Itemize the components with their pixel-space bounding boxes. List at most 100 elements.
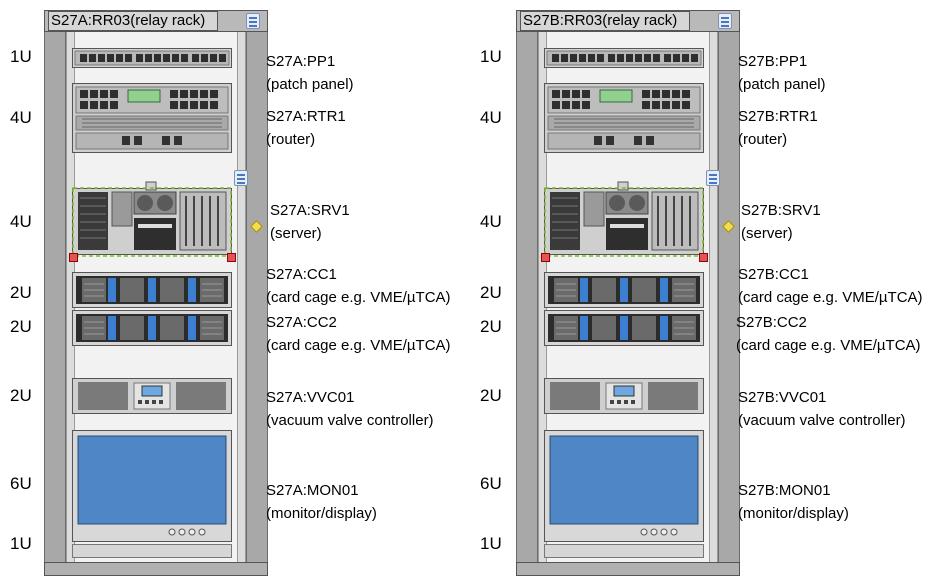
device-name: S27A:CC2 bbox=[266, 314, 337, 331]
rack-s27b[interactable]: S27B:RR03(relay rack) bbox=[516, 10, 740, 576]
vacuum-valve-controller[interactable] bbox=[72, 378, 232, 414]
u-label: 2U bbox=[480, 386, 502, 405]
device-label-cc2: S27B:CC2 (card cage e.g. VME/µTCA) bbox=[736, 311, 921, 357]
card-cage-2[interactable] bbox=[72, 310, 232, 346]
shape-menu-icon[interactable] bbox=[234, 170, 248, 186]
rack-rail-right bbox=[237, 32, 246, 562]
rack-top-bar: S27A:RR03(relay rack) bbox=[44, 10, 268, 32]
monitor-graphic bbox=[72, 430, 232, 542]
server[interactable] bbox=[544, 180, 704, 260]
patch-panel[interactable] bbox=[544, 48, 704, 68]
device-desc: (monitor/display) bbox=[266, 505, 377, 522]
device-label-pp1: S27B:PP1 (patch panel) bbox=[738, 50, 826, 96]
server-graphic bbox=[544, 181, 704, 257]
rack-title: S27A:RR03(relay rack) bbox=[48, 11, 218, 31]
u-label: 6U bbox=[10, 474, 32, 493]
device-desc: (card cage e.g. VME/µTCA) bbox=[736, 337, 921, 354]
device-name: S27B:SRV1 bbox=[741, 202, 821, 219]
shape-menu-icon[interactable] bbox=[246, 13, 260, 29]
rack-bottom-bar bbox=[44, 562, 268, 576]
u-label: 2U bbox=[10, 283, 32, 302]
shape-menu-icon[interactable] bbox=[718, 13, 732, 29]
monitor[interactable] bbox=[544, 430, 704, 542]
device-name: S27A:CC1 bbox=[266, 266, 337, 283]
u-label: 1U bbox=[480, 47, 502, 66]
router[interactable] bbox=[72, 83, 232, 153]
u-label: 2U bbox=[10, 317, 32, 336]
monitor[interactable] bbox=[72, 430, 232, 542]
device-desc: (card cage e.g. VME/µTCA) bbox=[266, 289, 451, 306]
router-graphic bbox=[544, 83, 704, 153]
device-desc: (vacuum valve controller) bbox=[738, 412, 906, 429]
device-desc: (monitor/display) bbox=[738, 505, 849, 522]
device-name: S27A:MON01 bbox=[266, 482, 359, 499]
device-name: S27B:PP1 bbox=[738, 53, 808, 70]
device-name: S27B:RTR1 bbox=[738, 108, 818, 125]
u-label: 2U bbox=[480, 283, 502, 302]
resize-handle-left[interactable] bbox=[69, 253, 78, 262]
device-name: S27B:CC1 bbox=[738, 266, 809, 283]
u-label: 4U bbox=[480, 108, 502, 127]
card-cage-graphic bbox=[544, 310, 704, 346]
card-cage-graphic bbox=[72, 272, 232, 308]
card-cage-1[interactable] bbox=[72, 272, 232, 308]
u-label: 1U bbox=[10, 534, 32, 553]
rack-title: S27B:RR03(relay rack) bbox=[520, 11, 690, 31]
device-desc: (server) bbox=[741, 225, 793, 242]
u-label: 4U bbox=[10, 108, 32, 127]
card-cage-1[interactable] bbox=[544, 272, 704, 308]
device-label-srv1: S27B:SRV1 (server) bbox=[741, 199, 821, 245]
u-label: 1U bbox=[480, 534, 502, 553]
router-graphic bbox=[72, 83, 232, 153]
device-desc: (card cage e.g. VME/µTCA) bbox=[738, 289, 923, 306]
patch-panel[interactable] bbox=[72, 48, 232, 68]
device-name: S27A:SRV1 bbox=[270, 202, 350, 219]
vvc-graphic bbox=[544, 378, 704, 414]
monitor-graphic bbox=[544, 430, 704, 542]
device-name: S27B:VVC01 bbox=[738, 389, 827, 406]
blank-panel bbox=[72, 544, 232, 558]
router[interactable] bbox=[544, 83, 704, 153]
device-desc: (vacuum valve controller) bbox=[266, 412, 434, 429]
device-label-vvc01: S27B:VVC01 (vacuum valve controller) bbox=[738, 386, 906, 432]
device-label-cc2: S27A:CC2 (card cage e.g. VME/µTCA) bbox=[266, 311, 451, 357]
device-desc: (patch panel) bbox=[738, 76, 826, 93]
server[interactable] bbox=[72, 180, 232, 260]
device-name: S27B:CC2 bbox=[736, 314, 807, 331]
resize-handle-left[interactable] bbox=[541, 253, 550, 262]
rack-rail-right bbox=[709, 32, 718, 562]
rack-post-right bbox=[246, 10, 268, 576]
rack-top-bar: S27B:RR03(relay rack) bbox=[516, 10, 740, 32]
shape-menu-icon[interactable] bbox=[706, 170, 720, 186]
rack-bottom-bar bbox=[516, 562, 740, 576]
device-label-mon01: S27B:MON01(monitor/display) bbox=[738, 479, 849, 525]
resize-handle-right[interactable] bbox=[227, 253, 236, 262]
patch-panel-graphic bbox=[72, 48, 232, 68]
rack-post-right bbox=[718, 10, 740, 576]
rack-s27a[interactable]: S27A:RR03(relay rack) bbox=[44, 10, 268, 576]
u-label: 4U bbox=[10, 212, 32, 231]
device-label-vvc01: S27A:VVC01(vacuum valve controller) bbox=[266, 386, 434, 432]
device-label-rtr1: S27A:RTR1 (router) bbox=[266, 105, 346, 151]
u-label: 2U bbox=[480, 317, 502, 336]
u-label: 4U bbox=[480, 212, 502, 231]
u-label: 1U bbox=[10, 47, 32, 66]
vvc-graphic bbox=[72, 378, 232, 414]
device-desc: (patch panel) bbox=[266, 76, 354, 93]
device-label-rtr1: S27B:RTR1 (router) bbox=[738, 105, 818, 151]
resize-handle-right[interactable] bbox=[699, 253, 708, 262]
device-desc: (router) bbox=[738, 131, 788, 148]
card-cage-2[interactable] bbox=[544, 310, 704, 346]
vacuum-valve-controller[interactable] bbox=[544, 378, 704, 414]
device-desc: (server) bbox=[270, 225, 322, 242]
device-name: S27A:RTR1 bbox=[266, 108, 346, 125]
device-label-srv1: S27A:SRV1 (server) bbox=[270, 199, 350, 245]
card-cage-graphic bbox=[544, 272, 704, 308]
blank-panel bbox=[544, 544, 704, 558]
device-label-cc1: S27B:CC1 (card cage e.g. VME/µTCA) bbox=[738, 263, 923, 309]
device-desc: (router) bbox=[266, 131, 316, 148]
device-desc: (card cage e.g. VME/µTCA) bbox=[266, 337, 451, 354]
server-graphic bbox=[72, 181, 232, 257]
patch-panel-graphic bbox=[544, 48, 704, 68]
card-cage-graphic bbox=[72, 310, 232, 346]
